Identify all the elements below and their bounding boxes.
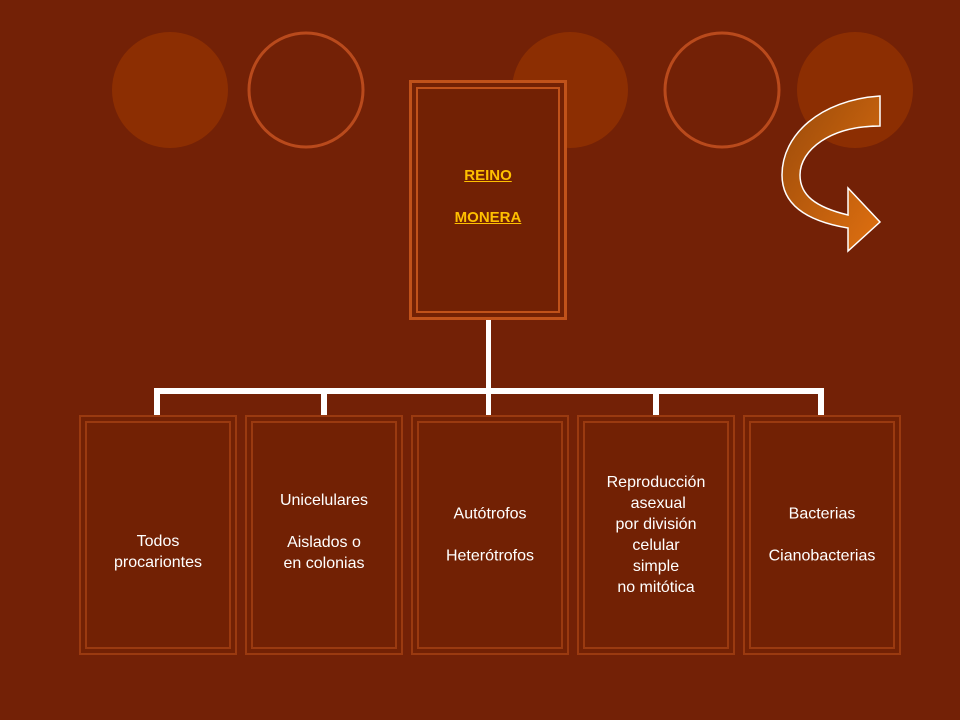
child-text-line <box>247 511 401 532</box>
deco-circle-filled-1 <box>112 32 228 148</box>
connector-root-vertical <box>486 318 491 391</box>
child-text-line: Aislados o <box>287 534 361 551</box>
child-text-line: Bacterias <box>788 505 856 523</box>
child-text-line: no mitótica <box>617 579 695 596</box>
child-node-text: Autótrofos Heterótrofos <box>413 504 567 567</box>
deco-circle-outline-1 <box>247 31 365 149</box>
child-text-line: en colonias <box>283 555 365 572</box>
child-text-line: Cianobacterias <box>768 547 876 565</box>
child-node-inner-border <box>251 421 397 649</box>
child-node-inner-border <box>417 421 563 649</box>
child-text-line <box>413 525 567 546</box>
child-node-1: Todos procariontes <box>79 415 237 655</box>
deco-circle-outline-2 <box>663 31 781 149</box>
child-node-inner-border <box>583 421 729 649</box>
connector-drop-4 <box>653 388 659 416</box>
child-node-3: Autótrofos Heterótrofos <box>411 415 569 655</box>
root-link-monera[interactable]: MONERA <box>454 209 522 226</box>
child-text-line: Unicelulares <box>279 492 369 509</box>
connector-drop-1 <box>154 388 160 416</box>
connector-drop-2 <box>321 388 327 416</box>
child-text-line: simple <box>632 558 680 575</box>
child-node-text: Todos procariontes <box>81 531 235 573</box>
connector-drop-3 <box>486 388 491 416</box>
child-text-line: Autótrofos <box>453 505 527 523</box>
child-node-inner-border <box>85 421 231 649</box>
root-link-reino[interactable]: REINO <box>464 167 512 184</box>
child-text-line: por división <box>615 516 697 533</box>
child-node-2: Unicelulares Aislados o en colonias <box>245 415 403 655</box>
child-node-text: Bacterias Cianobacterias <box>745 504 899 567</box>
child-node-inner-border <box>749 421 895 649</box>
child-node-text: Reproducción asexual por división celula… <box>579 472 733 598</box>
child-text-line: Heterótrofos <box>445 547 535 565</box>
root-node-inner-border <box>416 87 560 313</box>
connector-drop-5 <box>818 388 824 416</box>
child-text-line: asexual <box>626 495 686 512</box>
child-text-line: procariontes <box>113 554 203 571</box>
child-text-line: Todos <box>136 533 180 550</box>
child-text-line <box>745 525 899 546</box>
child-node-4: Reproducción asexual por división celula… <box>577 415 735 655</box>
child-node-5: Bacterias Cianobacterias <box>743 415 901 655</box>
child-node-text: Unicelulares Aislados o en colonias <box>247 490 401 574</box>
root-node-text: REINO MONERA <box>412 165 564 228</box>
child-text-line: Reproducción <box>606 474 706 491</box>
root-node: REINO MONERA <box>409 80 567 320</box>
child-text-line: celular <box>632 537 680 554</box>
